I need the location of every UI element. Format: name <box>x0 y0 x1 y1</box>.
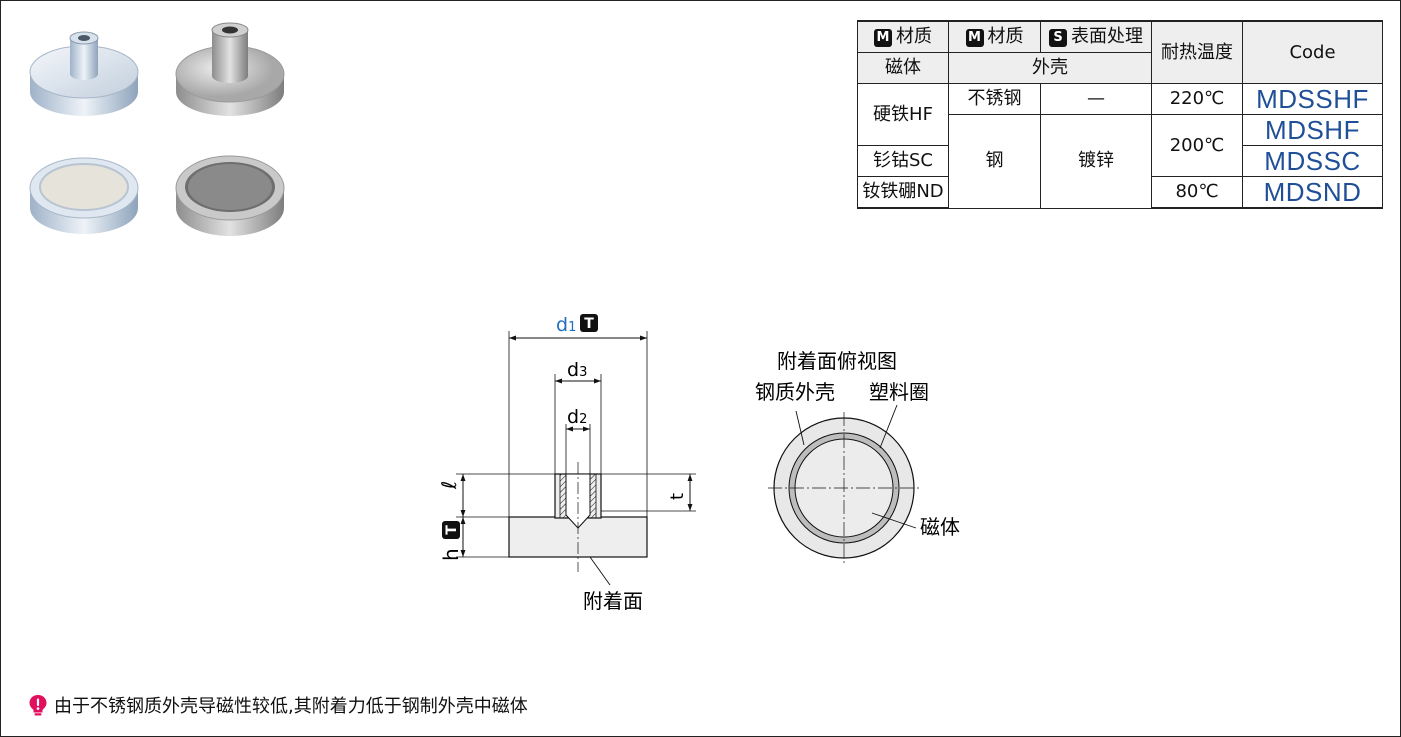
surface-mark-icon: S <box>1049 29 1067 47</box>
tolerance-mark-icon <box>580 314 598 332</box>
table-row: 钢 镀锌 200℃ MDSHF <box>858 114 1383 209</box>
dim-d1-label: d1 <box>556 314 576 336</box>
dim-d3-label: d3 <box>567 359 587 381</box>
top-view-title: 附着面俯视图 <box>777 349 897 373</box>
subheader-shell: 外壳 <box>948 52 1152 84</box>
side-view <box>456 331 696 586</box>
attach-face-label: 附着面 <box>583 589 643 613</box>
cell-shell: 不锈钢 <box>948 83 1041 115</box>
material-mark-icon: M <box>965 29 984 47</box>
dim-h-label: h <box>439 548 463 561</box>
table-row: 钕铁硼ND 80℃ MDSND <box>857 176 1383 209</box>
tolerance-mark-letter: T <box>584 316 594 332</box>
side-view-labels: d1 T d3 d2 ℓ h T t 附着面 <box>437 314 688 613</box>
warning-bulb-icon <box>29 695 47 716</box>
dim-t-label: t <box>667 493 688 500</box>
plastic-ring-label: 塑料圈 <box>869 380 929 404</box>
header-heat-resistance: 耐热温度 <box>1151 20 1243 84</box>
material-mark-icon: M <box>874 29 892 47</box>
table-row: 钐钴SC MDSSC <box>857 145 1383 177</box>
tolerance-mark-icon <box>442 521 460 539</box>
subheader-magnet: 磁体 <box>857 52 949 84</box>
cell-code-link[interactable]: MDSHF <box>1242 114 1383 146</box>
cell-code-link[interactable]: MDSSHF <box>1242 83 1383 115</box>
cell-code-link[interactable]: MDSSC <box>1242 145 1383 177</box>
top-view <box>768 404 920 564</box>
product-photo-stainless-face <box>175 155 285 236</box>
cell-code-link[interactable]: MDSND <box>1242 176 1383 209</box>
steel-shell-label: 钢质外壳 <box>755 380 835 404</box>
product-photo-zinc-threaded <box>29 31 139 116</box>
cell-temp: 80℃ <box>1151 176 1243 209</box>
magnet-label: 磁体 <box>920 515 960 539</box>
cell-magnet: 钕铁硼ND <box>857 176 949 209</box>
top-view-labels: 附着面俯视图 钢质外壳 塑料圈 磁体 <box>755 349 960 539</box>
cell-magnet: 硬铁HF <box>857 83 949 146</box>
tolerance-mark-letter: T <box>444 525 460 535</box>
dim-l-label: ℓ <box>437 481 461 490</box>
cell-shell: 钢 <box>948 114 1041 209</box>
note-text: 由于不锈钢质外壳导磁性较低,其附着力低于钢制外壳中磁体 <box>54 696 528 717</box>
cell-magnet: 钐钴SC <box>857 145 949 177</box>
dim-d2-label: d2 <box>567 406 587 428</box>
note: 由于不锈钢质外壳导磁性较低,其附着力低于钢制外壳中磁体 <box>28 692 528 718</box>
product-photo-stainless-threaded <box>175 22 285 116</box>
table-row: 硬铁HF 不锈钢 — 220℃ MDSSHF <box>857 83 1383 146</box>
product-photo-zinc-face <box>29 157 139 234</box>
